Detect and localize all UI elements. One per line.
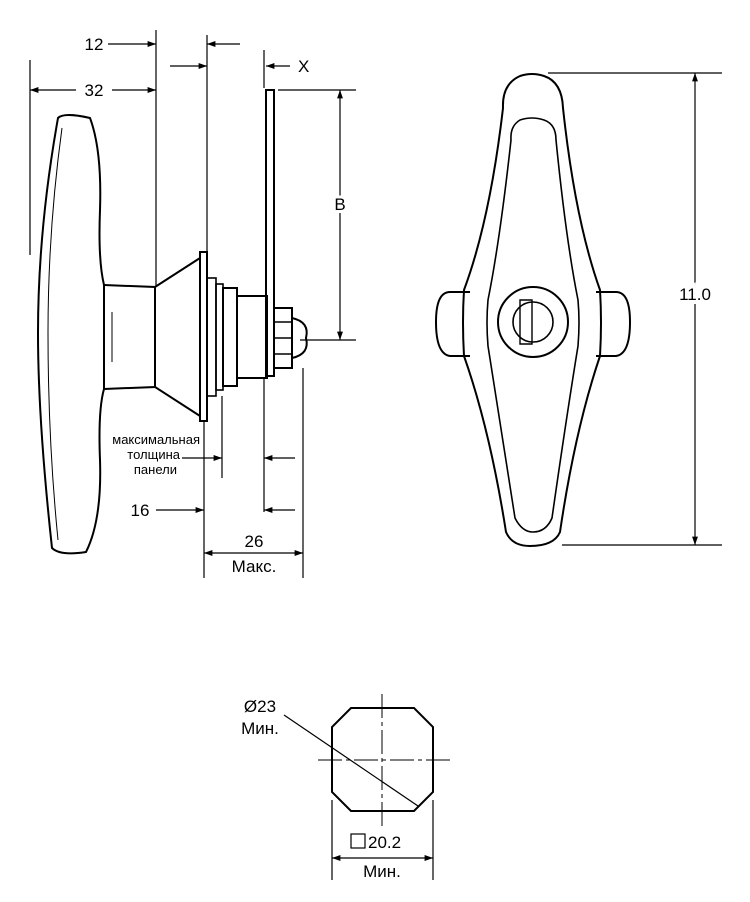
keyway [519,299,533,345]
key-cylinder [497,286,569,358]
cutout-shape [331,707,434,812]
right-lug [596,291,632,357]
panel-note-line2: толщина [127,447,180,462]
dim-26-max: Макс. [232,557,277,576]
front-view [434,73,632,548]
flange [199,251,208,422]
side-dimensions [29,30,356,578]
dim-11: 11.0 [679,285,711,304]
wing-handle-outer [462,73,602,548]
wing-handle-inner [486,117,580,533]
t-handle [36,114,105,555]
end-nut [273,307,293,369]
t-handle-inner [47,127,63,541]
dim-diameter: Ø23 [244,697,276,716]
panel-note-line1: максимальная [112,432,200,447]
dim-b: B [334,195,345,214]
cam-plate [265,89,275,377]
square-symbol [350,833,366,849]
screw-dome [291,317,308,359]
left-lug [434,291,470,357]
dim-32: 32 [85,81,104,100]
diameter-line [283,714,419,807]
front-dimensions [548,72,722,546]
cone [154,256,201,418]
lock-body [236,295,268,379]
dim-square: 20.2 [368,833,401,852]
dim-26: 26 [245,532,264,551]
dim-x: X [298,57,309,76]
dim-diameter-min: Мин. [241,719,279,738]
dim-square-min: Мин. [363,862,401,881]
dim-12: 12 [85,35,104,54]
dim-16: 16 [131,501,150,520]
side-view [36,89,308,555]
panel-note-line3: панели [134,462,177,477]
panel-cutout [283,694,450,880]
